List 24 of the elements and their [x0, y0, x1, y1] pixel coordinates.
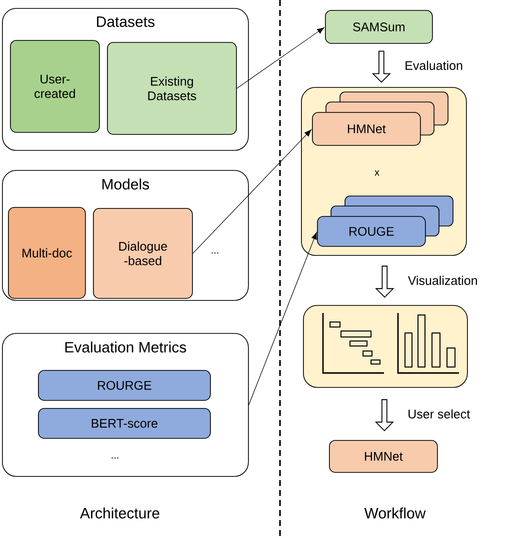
edge-label: Evaluation	[404, 60, 464, 71]
rounded-box: Dialogue -based	[93, 208, 193, 299]
arrow	[248, 232, 317, 406]
multiply-sign: x	[374, 170, 380, 176]
rounded-box: ROURGE	[38, 370, 211, 401]
arrow	[192, 130, 312, 254]
edge-label: User select	[406, 408, 472, 420]
section-title: Workflow	[364, 508, 426, 518]
chart-panel	[303, 305, 468, 388]
ellipsis: ...	[212, 252, 218, 254]
rounded-box: BERT-score	[38, 408, 211, 439]
rounded-box: HMNet	[329, 440, 438, 473]
node-label: HMNet	[348, 124, 386, 134]
ellipsis: ...	[112, 457, 118, 459]
card-stack: ROUGE	[317, 196, 454, 247]
edge-label: Visualization	[406, 274, 479, 286]
rounded-box: Existing Datasets	[107, 42, 237, 135]
section-title: Architecture	[80, 508, 160, 518]
rounded-box: Multi-doc	[8, 207, 86, 299]
arrow	[236, 27, 324, 89]
rounded-box: SAMSum	[325, 10, 433, 44]
node-label: ROUGE	[349, 226, 394, 236]
rounded-box: User-created	[10, 40, 100, 133]
card-stack: HMNet	[312, 92, 448, 146]
